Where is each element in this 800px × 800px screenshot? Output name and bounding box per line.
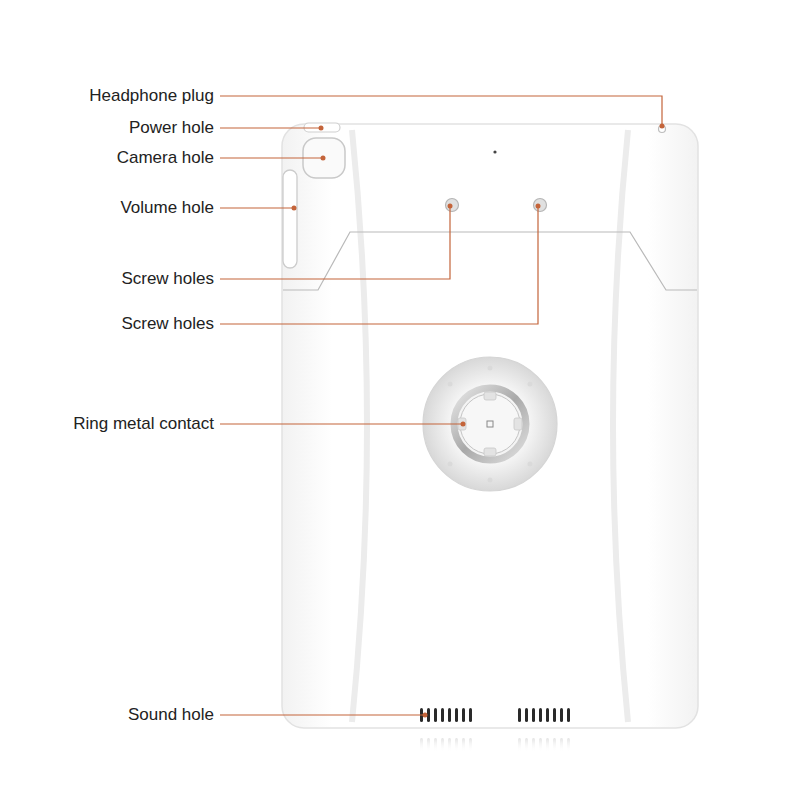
leader-lines [220,96,662,715]
callout-label: Sound hole [128,705,214,725]
callout-label: Volume hole [120,198,214,218]
volume-hole [283,170,297,268]
callout-label: Screw holes [121,314,214,334]
callout-label: Ring metal contact [73,414,214,434]
screw-hole [534,199,547,212]
case-body [282,124,698,728]
ring-center [460,394,520,454]
callout-label: Power hole [129,118,214,138]
leader-dots [292,124,665,718]
callout-label: Camera hole [117,148,214,168]
sound-holes-reflection [420,738,570,752]
mic-dot [493,150,496,153]
ring-tabs [458,392,522,456]
sound-holes [420,708,570,722]
ring-metal-contact [454,388,526,460]
case-contour [283,232,697,290]
case-ridge [613,130,628,722]
screw-hole [446,199,459,212]
callout-label: Headphone plug [89,86,214,106]
case-ridge [352,130,367,722]
callout-label: Screw holes [121,269,214,289]
ring-center-square [487,421,493,427]
